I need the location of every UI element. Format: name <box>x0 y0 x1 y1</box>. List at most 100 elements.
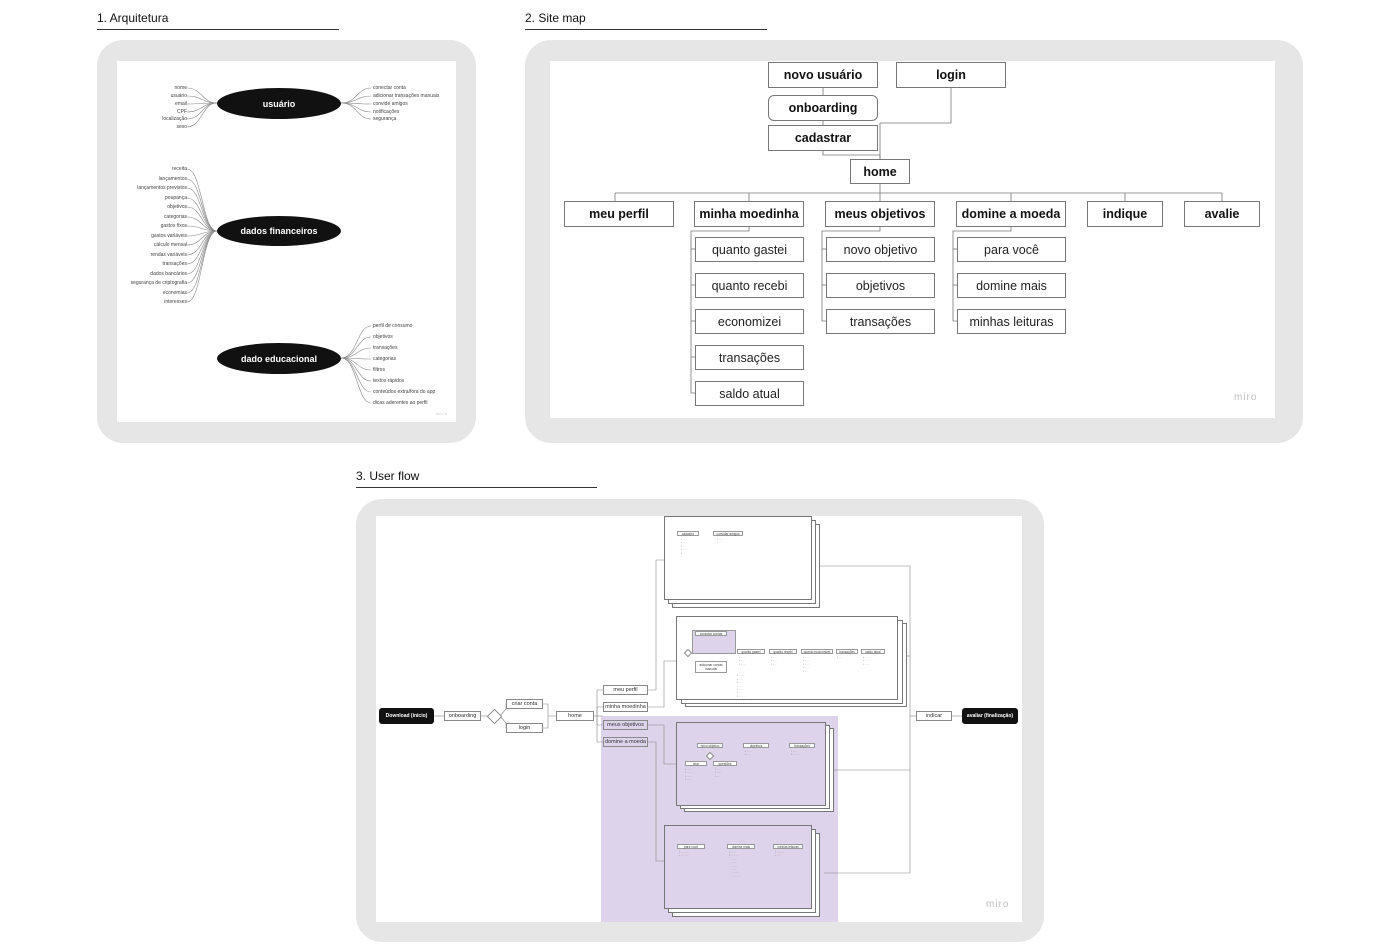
mini-box[interactable]: objetivos <box>743 743 769 748</box>
mini-list: • ········· • ·········· <box>679 851 690 858</box>
userflow-login[interactable]: login <box>506 723 543 733</box>
userflow-indicar[interactable]: indicar <box>916 711 952 721</box>
mini-list: • ······ • ····· • ······ <box>739 656 746 666</box>
sitemap-item[interactable]: quanto gastei <box>695 237 804 262</box>
mindmap-leaf: adicionar transações manuais <box>373 93 440 99</box>
mini-box[interactable]: quanto gastei <box>737 649 765 654</box>
userflow-panel-minha-moedinha[interactable]: conectar contas adicionar contas manuais… <box>676 616 898 700</box>
mini-box[interactable]: questões <box>713 761 737 766</box>
mindmap-node-dado-educacional[interactable]: dado educacional <box>217 343 341 374</box>
sitemap-login[interactable]: login <box>896 62 1006 88</box>
sitemap-board[interactable]: novo usuário login onboarding cadastrar … <box>550 61 1275 418</box>
mini-list: • ····· • ······ • ···· <box>771 656 778 666</box>
mindmap-leaf: dados bancários <box>150 271 187 277</box>
section-underline <box>525 29 767 30</box>
mindmap-leaf: sexo <box>176 124 187 130</box>
sitemap-item[interactable]: transações <box>695 345 804 370</box>
arquitetura-board[interactable]: usuário dados financeiros dado educacion… <box>117 61 456 422</box>
mini-box[interactable]: domine mais <box>727 844 755 849</box>
mindmap-leaf: notificações <box>373 109 400 115</box>
sitemap-menu-avalie[interactable]: avalie <box>1184 201 1260 227</box>
mindmap-leaf: convide amigos <box>373 101 408 107</box>
userflow-criar-conta[interactable]: criar conta <box>506 699 543 709</box>
mindmap-leaf: categorias <box>373 356 397 362</box>
mindmap-node-usuario[interactable]: usuário <box>217 88 341 119</box>
sitemap-item[interactable]: minhas leituras <box>957 309 1066 334</box>
mini-box[interactable]: convidar amigos <box>713 531 743 536</box>
mindmap-leaf: filtros <box>373 367 385 373</box>
mindmap-leaf: transações <box>373 345 398 351</box>
sitemap-item[interactable]: saldo atual <box>695 381 804 406</box>
mini-box[interactable]: adicionar contas manuais <box>695 661 727 673</box>
mindmap-leaf: interesses <box>164 299 187 305</box>
sitemap-home[interactable]: home <box>850 159 910 184</box>
userflow-home[interactable]: home <box>556 711 594 721</box>
sitemap-item[interactable]: transações <box>826 309 935 334</box>
mindmap-leaf: rendas variáveis <box>150 252 187 258</box>
mindmap-leaf: dicas aderentes ao perfil <box>373 400 428 406</box>
mindmap-leaf: receita <box>171 166 187 172</box>
section-underline <box>356 487 597 488</box>
sitemap-item[interactable]: objetivos <box>826 273 935 298</box>
mindmap-leaf: nome <box>174 85 187 91</box>
userflow-menu-meu-perfil[interactable]: meu perfil <box>603 685 648 695</box>
userflow-panel-domine-a-moeda[interactable]: para você domine mais minhas leituras • … <box>664 825 812 909</box>
sitemap-menu-domine-a-moeda[interactable]: domine a moeda <box>956 201 1066 227</box>
userflow-menu-domine-a-moeda[interactable]: domine a moeda <box>603 737 648 747</box>
mindmap-leaf: transações <box>162 261 187 267</box>
sitemap-menu-meus-objetivos[interactable]: meus objetivos <box>825 201 935 227</box>
mini-box[interactable]: criar <box>685 761 707 766</box>
mindmap-leaf: segurança <box>373 116 397 122</box>
mini-box[interactable]: quanto economizei <box>801 649 833 654</box>
userflow-panel-meu-perfil[interactable]: cadastro convidar amigos • ····· • ·····… <box>664 516 812 600</box>
section-title-sitemap: 2. Site map <box>525 11 586 25</box>
mini-box[interactable]: quanto recebi <box>769 649 797 654</box>
sitemap-item[interactable]: novo objetivo <box>826 237 935 262</box>
mini-list: • ······ • ····· <box>745 750 752 757</box>
mindmap-leaf: perfil de consumo <box>373 323 413 329</box>
userflow-board[interactable]: Download (início) onboarding criar conta… <box>376 516 1022 922</box>
sitemap-cadastrar[interactable]: cadastrar <box>768 125 878 151</box>
sitemap-menu-minha-moedinha[interactable]: minha moedinha <box>694 201 804 227</box>
sitemap-item[interactable]: para você <box>957 237 1066 262</box>
mindmap-leaf: usuário <box>170 93 187 99</box>
mindmap-leaf: objetivos <box>167 204 187 210</box>
mini-list: • ····· <box>837 656 843 659</box>
userflow-menu-minha-moedinha[interactable]: minha moedinha <box>603 702 648 712</box>
mini-box[interactable]: cadastro <box>677 531 699 536</box>
userflow-end[interactable]: avaliar (finalização) <box>962 708 1018 724</box>
sitemap-item[interactable]: economizei <box>695 309 804 334</box>
sitemap-onboarding[interactable]: onboarding <box>768 95 878 121</box>
mini-box[interactable]: transações <box>836 649 858 654</box>
userflow-connectors <box>434 559 962 874</box>
mini-box[interactable]: para você <box>677 844 705 849</box>
mini-box[interactable]: transações <box>789 743 815 748</box>
sitemap-item[interactable]: quanto recebi <box>695 273 804 298</box>
sitemap-menu-indique[interactable]: indique <box>1087 201 1163 227</box>
userflow-start[interactable]: Download (início) <box>379 708 434 724</box>
sitemap-novo-usuario[interactable]: novo usuário <box>768 62 878 88</box>
mindmap-leaf: gastos fixos <box>160 223 187 229</box>
mini-list: • ······ • ······· • ····· <box>863 656 871 666</box>
mindmap-node-dados-financeiros[interactable]: dados financeiros <box>217 216 341 246</box>
mini-list: • ······· • ········· <box>791 750 801 757</box>
mini-box[interactable]: saldo atual <box>861 649 885 654</box>
sitemap-item[interactable]: domine mais <box>957 273 1066 298</box>
mindmap-leaf: lançamentos previstos <box>137 185 187 191</box>
mini-box[interactable]: minhas leituras <box>773 844 803 849</box>
mindmap-leaf: poupança <box>165 195 187 201</box>
mini-box[interactable]: novo objetivo <box>697 743 723 748</box>
sitemap-menu-meu-perfil[interactable]: meu perfil <box>564 201 674 227</box>
userflow-menu-meus-objetivos[interactable]: meus objetivos <box>603 720 648 730</box>
section-underline <box>97 29 339 30</box>
mindmap-leaf: conteúdos extra/fora do app <box>373 389 436 395</box>
mindmap-leaf: economias <box>162 290 187 296</box>
mindmap-leaf: objetivos <box>373 334 393 340</box>
mindmap-leaf: conectar conta <box>373 85 406 91</box>
mini-box[interactable]: conectar contas <box>695 631 727 636</box>
mindmap-leaf: textos rápidos <box>373 378 405 384</box>
userflow-panel-meus-objetivos[interactable]: novo objetivo objetivos transações criar… <box>676 722 826 806</box>
decision-diamond-icon <box>705 751 715 761</box>
userflow-onboarding[interactable]: onboarding <box>444 711 481 721</box>
mini-list: • ····· • ······· • ······ • ····· • ···… <box>803 656 811 673</box>
